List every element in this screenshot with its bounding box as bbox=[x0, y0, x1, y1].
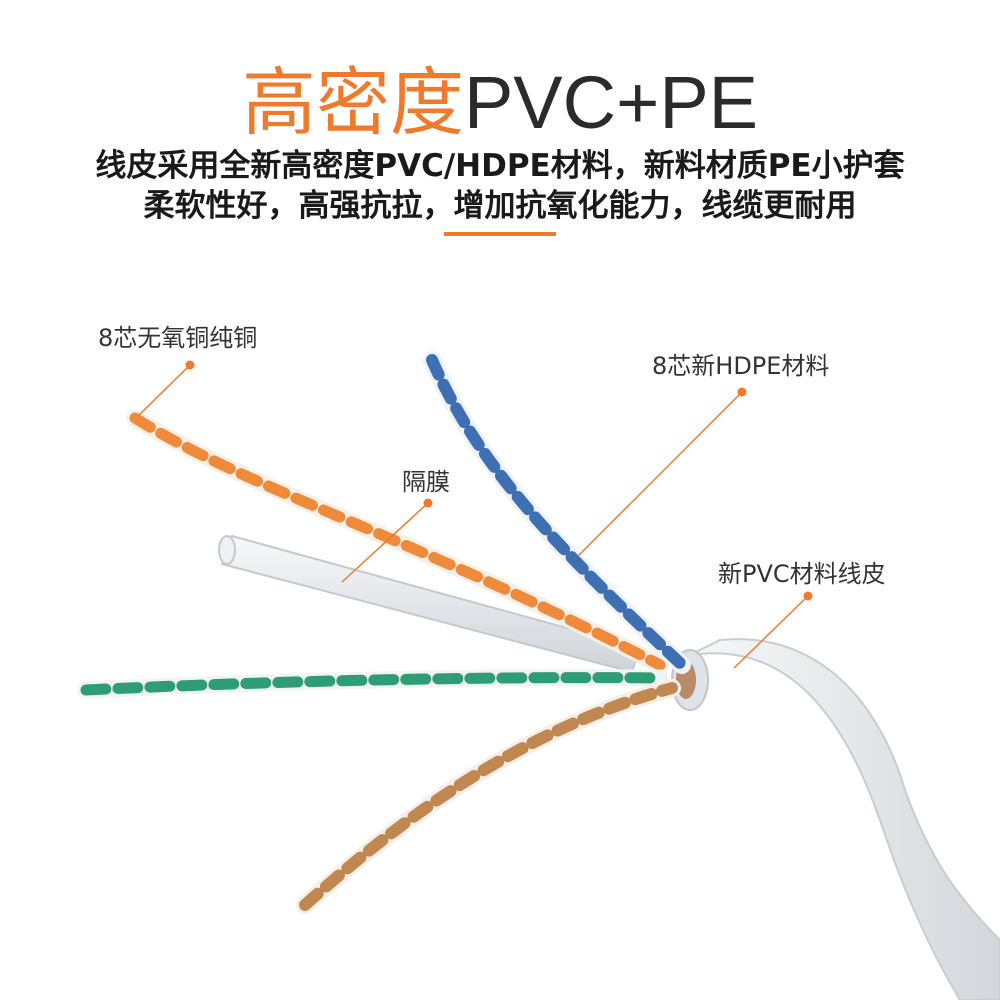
pair-brown-stripe bbox=[299, 682, 678, 911]
leader-separator bbox=[341, 502, 429, 583]
headline-rest: PVC+PE bbox=[463, 61, 759, 144]
leader-jacket bbox=[733, 595, 809, 669]
pair-blue-stripe bbox=[426, 354, 688, 671]
accent-divider bbox=[444, 232, 556, 236]
callout-conductor: 8芯无氧铜纯铜 bbox=[98, 324, 258, 352]
callout-jacket: 新PVC材料线皮 bbox=[718, 560, 886, 588]
leader-insulation bbox=[577, 391, 743, 557]
callout-dots bbox=[185, 360, 813, 601]
dot-jacket bbox=[803, 591, 813, 601]
headline: 高密度PVC+PE bbox=[0, 58, 1000, 148]
description-line-2: 柔软性好，高强抗拉，增加抗氧化能力，线缆更耐用 bbox=[143, 188, 857, 224]
pair-green-stripe bbox=[80, 672, 666, 696]
headline-accent: 高密度 bbox=[241, 61, 464, 144]
separator-end bbox=[218, 535, 236, 565]
pair-orange-stripe bbox=[129, 412, 666, 671]
dot-conductor bbox=[185, 360, 195, 370]
dot-insulation bbox=[737, 387, 747, 397]
dot-separator bbox=[423, 498, 433, 508]
callout-leaders bbox=[137, 364, 809, 669]
description-line-1: 线皮采用全新高密度PVC/HDPE材料，新料材质PE小护套 bbox=[95, 148, 905, 184]
pair-brown-base bbox=[296, 679, 681, 914]
cable-jacket bbox=[689, 638, 1000, 1000]
callout-insulation: 8芯新HDPE材料 bbox=[652, 352, 830, 380]
leader-conductor bbox=[137, 364, 191, 417]
callout-separator: 隔膜 bbox=[402, 468, 450, 496]
